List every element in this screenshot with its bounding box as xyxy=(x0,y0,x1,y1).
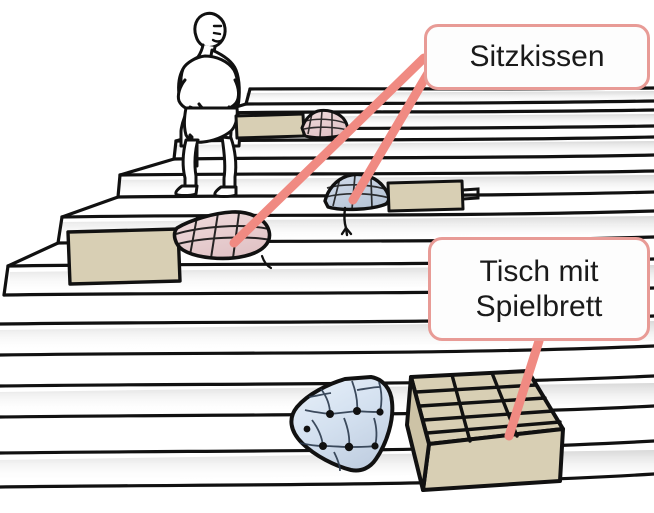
box-tan-mid xyxy=(386,179,480,213)
pointer-tisch-to-table xyxy=(504,336,544,441)
pointer-lines xyxy=(229,53,544,441)
box-tan-top xyxy=(234,112,306,140)
cushion-blue-bottom xyxy=(289,375,395,473)
person-sitting xyxy=(174,11,242,198)
callout-sitzkissen-label: Sitzkissen xyxy=(469,40,605,74)
callout-tisch: Tisch mit Spielbrett xyxy=(428,237,650,341)
table-with-gameboard xyxy=(405,369,565,492)
cushion-pink-top xyxy=(300,108,349,140)
box-tan-left xyxy=(66,227,182,286)
callout-sitzkissen: Sitzkissen xyxy=(424,24,650,90)
callout-tisch-label: Tisch mit Spielbrett xyxy=(475,254,603,323)
pointer-sitzkissen-to-blue-cushion xyxy=(348,53,442,205)
pointer-sitzkissen-to-pink-cushion xyxy=(229,53,429,248)
cushion-pink-mid xyxy=(172,210,273,270)
